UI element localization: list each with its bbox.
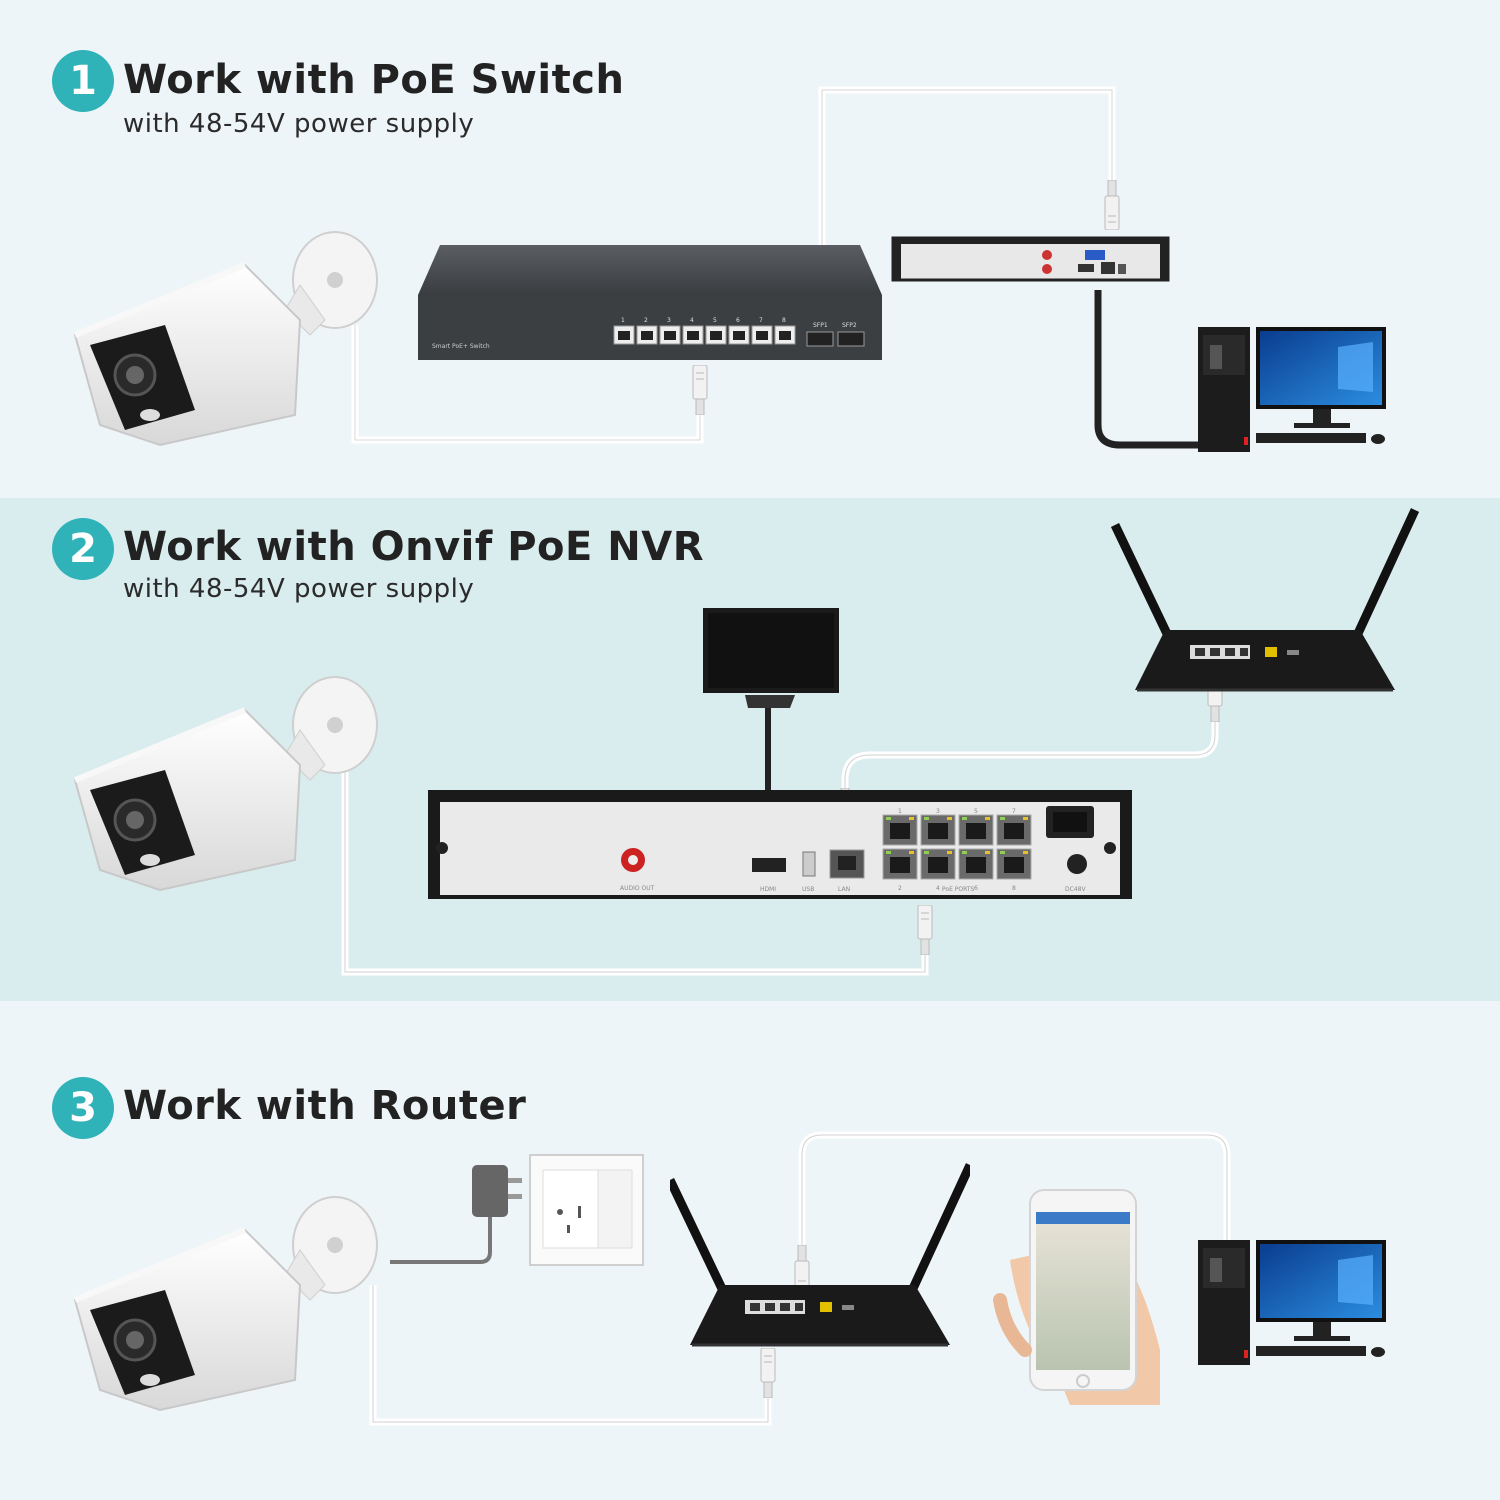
- power-adapter-cable: [390, 1205, 492, 1264]
- section-title: Work with Onvif PoE NVR: [123, 524, 704, 570]
- switch-port-number: 2: [644, 317, 648, 324]
- smartphone-icon: [993, 1189, 1160, 1405]
- router-to-pc-cable: [798, 1131, 1231, 1265]
- monitor-icon: [703, 608, 839, 708]
- section-number-badge: 2: [52, 518, 114, 580]
- section-title: Work with PoE Switch: [123, 57, 625, 103]
- audio-out-label: AUDIO OUT: [620, 885, 655, 892]
- section-subtitle: with 48-54V power supply: [123, 109, 475, 139]
- switch-port-number: 4: [690, 317, 694, 324]
- usb-label: USB: [802, 886, 814, 893]
- rj45-plug-icon: [917, 905, 933, 955]
- poe-switch-section-diagram: Smart PoE+ Switch 1 2 3 4 5 6 7 8 SFP1 SFP2: [75, 86, 1386, 452]
- section-number-badge: 1: [52, 50, 114, 112]
- nvr-port-number: 5: [974, 808, 978, 815]
- hdmi-port: [752, 858, 786, 872]
- poe-nvr-section-diagram: AUDIO OUT HDMI USB LAN 1 3 5 7 2 4 6 8 PoE PORT…: [75, 510, 1415, 976]
- poe-switch-icon: Smart PoE+ Switch 1 2 3 4 5 6 7 8 SFP1 SFP2: [418, 245, 882, 360]
- sfp1-label: SFP1: [813, 322, 828, 329]
- usb-port: [802, 851, 816, 877]
- nvr-port-number: 2: [898, 885, 902, 892]
- rj45-plug-icon: [692, 365, 708, 415]
- nvr-port-number: 7: [1012, 808, 1016, 815]
- sfp2-label: SFP2: [842, 322, 857, 329]
- nvr-port-number: 1: [898, 808, 902, 815]
- nvr-to-pc-cable: [1094, 290, 1200, 449]
- router-section-diagram: [75, 1131, 1386, 1426]
- power-adapter-icon: [472, 1165, 522, 1217]
- dc-power-jack: [1067, 854, 1087, 874]
- section-number-badge: 3: [52, 1077, 114, 1139]
- switch-port-group: 1 2 3 4 5 6 7 8: [613, 317, 796, 345]
- nvr-port-number: 3: [936, 808, 940, 815]
- switch-port-number: 3: [667, 317, 671, 324]
- rj45-plug-icon: [760, 1348, 776, 1398]
- nvr-port-number: 6: [974, 885, 978, 892]
- switch-port-number: 1: [621, 317, 625, 324]
- switch-port-number: 8: [782, 317, 786, 324]
- section-title: Work with Router: [123, 1083, 527, 1129]
- desktop-computer-icon: [1198, 327, 1386, 452]
- poe-ports-label: PoE PORTS: [942, 886, 975, 893]
- wifi-router-icon: [670, 1165, 970, 1345]
- sfp-port: [806, 331, 834, 347]
- section-subtitle: with 48-54V power supply: [123, 574, 475, 604]
- hdmi-label: HDMI: [760, 886, 776, 893]
- dc-label: DC48V: [1065, 886, 1086, 893]
- desktop-computer-icon: [1198, 1240, 1386, 1365]
- nvr-recorder-icon: [891, 236, 1170, 282]
- switch-name-label: Smart PoE+ Switch: [432, 343, 490, 350]
- switch-port-number: 6: [736, 317, 740, 324]
- lan-label: LAN: [838, 886, 850, 893]
- sfp-port: [837, 331, 865, 347]
- switch-port-number: 7: [759, 317, 763, 324]
- bullet-camera-icon: [75, 232, 377, 445]
- poe-port-group: 1 3 5 7 2 4 6 8: [882, 808, 1032, 892]
- poe-nvr-recorder-icon: AUDIO OUT HDMI USB LAN 1 3 5 7 2 4 6 8 PoE PORT…: [428, 790, 1132, 899]
- nvr-port-number: 4: [936, 885, 940, 892]
- bullet-camera-icon: [75, 677, 377, 890]
- rj45-plug-icon: [1104, 180, 1120, 230]
- wall-socket-icon: [529, 1154, 644, 1266]
- camera-to-router-cable: [369, 1285, 772, 1426]
- bullet-camera-icon: [75, 1197, 377, 1410]
- switch-port-number: 5: [713, 317, 717, 324]
- wifi-router-icon: [1115, 510, 1415, 690]
- nvr-port-number: 8: [1012, 885, 1016, 892]
